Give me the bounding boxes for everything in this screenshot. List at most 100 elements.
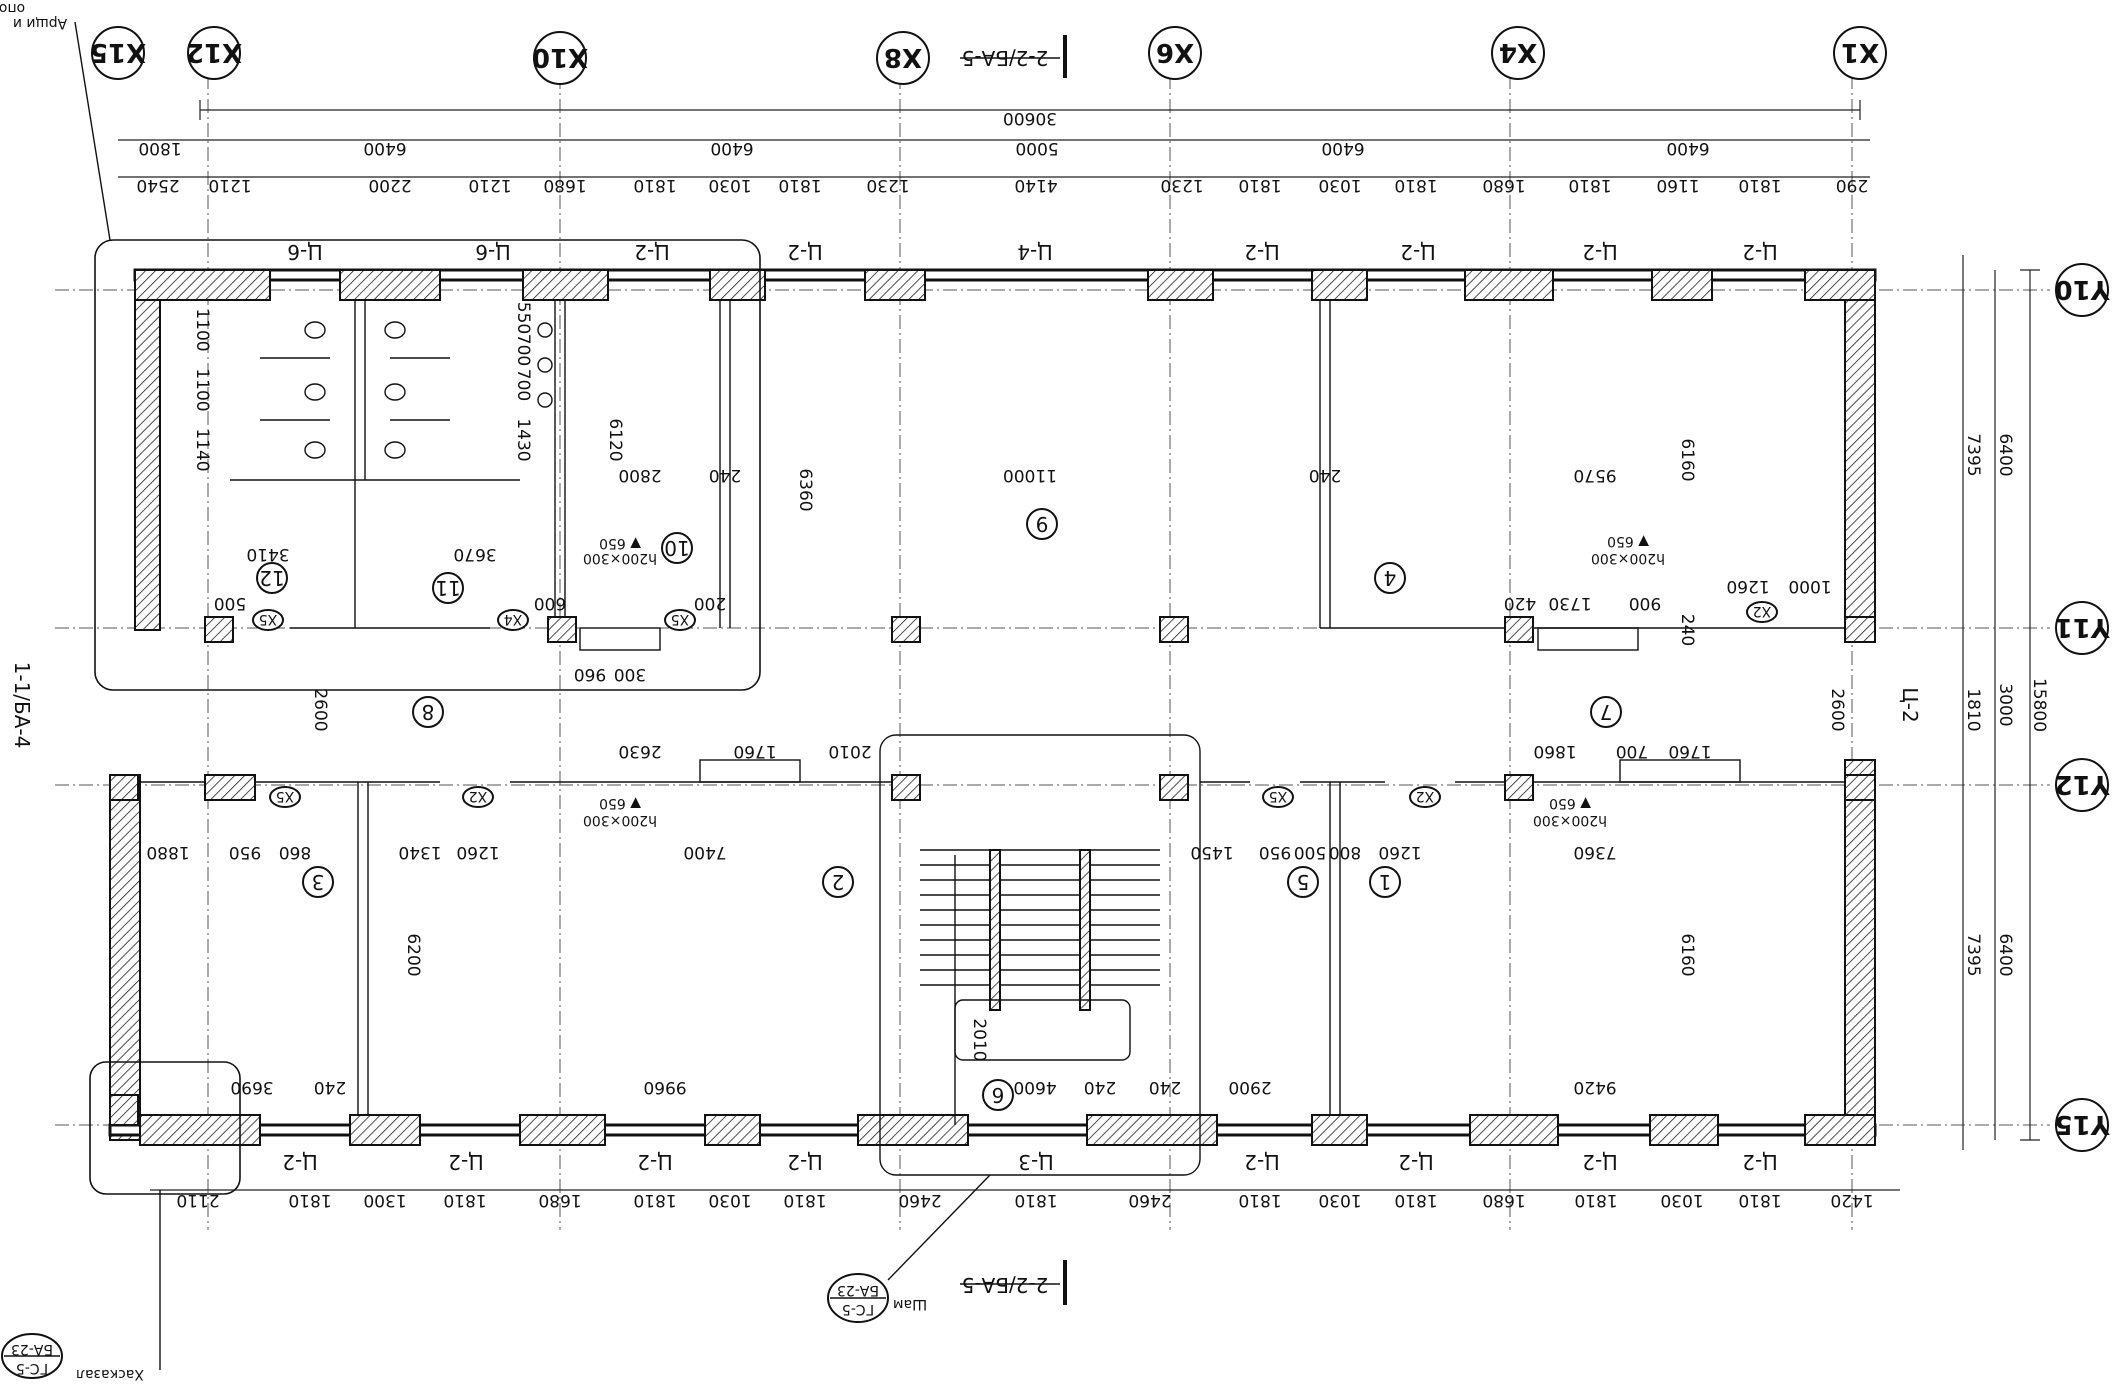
dimension: 600 [534,593,566,613]
dimension: 9960 [643,1077,686,1097]
dimension: 6400 [1995,433,2015,476]
dimension: 4600 [1013,1077,1056,1097]
dimension: 1680 [543,175,586,195]
dimension: 500 [1294,842,1326,862]
dimension: 1810 [1738,1190,1781,1210]
opening-size: h200×300 [583,550,657,566]
axis-bubble-y15: Y15 [2054,1098,2111,1152]
dimension: 7400 [683,842,726,862]
room-number-3: 3 [302,866,334,898]
dimension: 11000 [1003,465,1057,485]
axis-label: Х12 [186,37,242,67]
panel-tag: Ц-2 [1398,1150,1433,1174]
opening-size: h200×300 [1591,550,1665,566]
svg-text:11: 11 [435,576,460,600]
dimension: 1810 [1394,1190,1437,1210]
axis-label: Х4 [1499,37,1537,67]
toilet-icon [304,321,326,339]
callout-text: БА-23 [11,1341,53,1357]
dimension: 300 [614,664,646,684]
callout-bottom-mid: БА-23 ГС-5 Шам [827,1174,991,1323]
axis-label: Х10 [532,42,588,72]
panel-tag: Ц-2 [282,1150,317,1174]
dimension: 3410 [246,544,289,564]
panel-tag: Ц-2 [1582,240,1617,264]
svg-text:6: 6 [992,1083,1005,1107]
svg-text:Х2: Х2 [469,788,488,804]
section-label-top: 2-2/БА-5 [962,46,1049,70]
dimension: 2460 [1128,1190,1171,1210]
room-number-11: 11 [432,572,464,604]
dimension: 1030 [1318,175,1361,195]
dimension: 1810 [1963,688,1983,731]
dimension: 1810 [1238,1190,1281,1210]
wall-openings: h200×300 ▼ 650 h200×300 ▼ 650 h200×300 ▼… [579,533,1741,828]
dimension: 1030 [708,1190,751,1210]
dimension: 1730 [1548,593,1591,613]
dimension: 9570 [1573,465,1616,485]
toilet-icon [384,383,406,401]
panel-tag: Ц-2 [1244,240,1279,264]
dimension: 900 [1629,593,1661,613]
axis-bubble-y11: Y11 [2054,601,2111,655]
dimension: 240 [1309,465,1341,485]
dimension: 1800 [138,138,181,158]
room-number-5: 5 [1287,866,1319,898]
dimension: 1810 [1738,175,1781,195]
dimension: 1030 [1318,1190,1361,1210]
svg-text:2: 2 [832,870,845,894]
bottom-dimension-chain: 2110 1810 1300 1810 1680 1810 1030 1810 … [150,1189,1900,1210]
dimension: 960 [574,664,606,684]
panel-tag: Ц-2 [634,240,669,264]
axis-label: Х15 [90,37,146,67]
dimension: 1430 [513,418,533,461]
axis-bubble-y12: Y12 [2054,758,2111,812]
axis-label: Х8 [884,42,922,72]
dimension: 800 [1329,842,1361,862]
dimension: 700 [513,369,533,401]
room-number-4: 4 [1374,562,1406,594]
dimension: 5000 [1015,138,1058,158]
axis-bubble-x1: Х1 [1833,26,1887,80]
axis-label: Y10 [2054,274,2110,304]
door-tag: Х4 [497,609,529,631]
callout-text: Хасказал [76,1366,144,1382]
panel-tags-bottom: Ц-2 Ц-2 Ц-2 Ц-2 Ц-3 Ц-2 Ц-2 Ц-2 Ц-2 [282,1150,1777,1174]
room-number-8: 8 [412,696,444,728]
dimension: 500 [214,593,246,613]
opening-elevation: ▼ 650 [1607,533,1649,549]
svg-text:Х5: Х5 [1269,788,1288,804]
panel-tag: Ц-2 [1244,1150,1279,1174]
dimension: 2630 [618,741,661,761]
dimension: 7395 [1963,933,1983,976]
panel-tag-right: Ц-2 [1898,687,1922,722]
svg-text:Х4: Х4 [504,611,523,627]
dimension: 2540 [136,175,179,195]
dimension: 6400 [710,138,753,158]
dimension: 240 [709,465,741,485]
svg-text:12: 12 [259,566,284,590]
svg-text:8: 8 [422,700,435,724]
dimension: 1260 [1378,842,1421,862]
dimension: 1810 [1394,175,1437,195]
dimension: 1810 [633,1190,676,1210]
dimension: 2900 [1228,1077,1271,1097]
panel-tag: Ц-6 [475,240,510,264]
dimension: 2600 [310,688,330,731]
dimension: 1450 [1190,842,1233,862]
callout-frames [89,239,761,1195]
dimension: 1810 [783,1190,826,1210]
dimension: 9420 [1573,1077,1616,1097]
dimension: 1210 [208,175,251,195]
dimension: 1260 [1726,576,1769,596]
dimension: 6200 [403,933,423,976]
callout-text: Арщи и [13,15,67,31]
svg-text:1: 1 [1379,870,1392,894]
door-tag: Х5 [252,609,284,631]
dimension: 1810 [778,175,821,195]
top-dimension-chain: 1800 6400 6400 5000 6400 6400 2540 1210 … [118,138,1870,195]
svg-text:10: 10 [664,536,689,560]
dimension: 290 [1836,175,1868,195]
opening-elevation: ▼ 650 [599,795,641,811]
dimension: 1260 [456,842,499,862]
